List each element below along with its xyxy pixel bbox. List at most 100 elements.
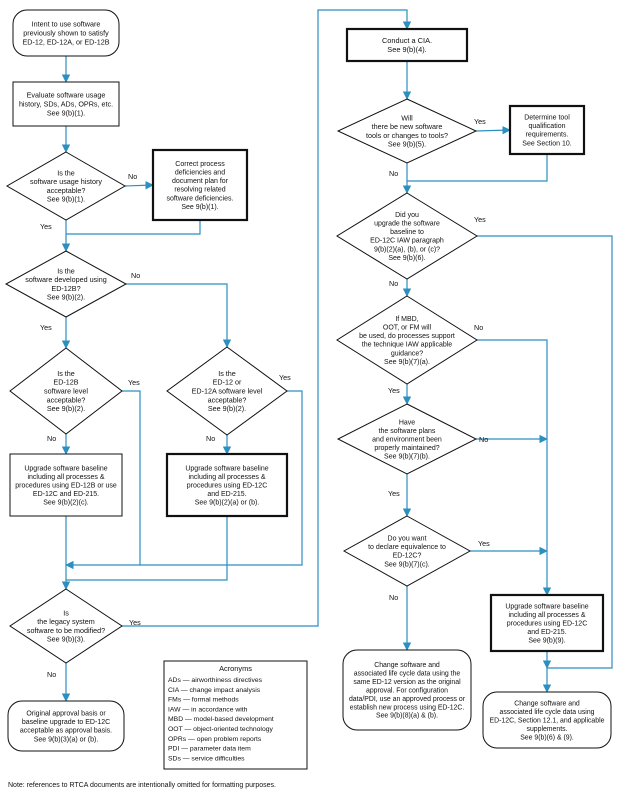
label-ed12b-yes: Yes — [40, 323, 52, 332]
upgrade_b-text-line: including all processes & — [27, 474, 104, 481]
d_equiv-shape — [342, 515, 472, 587]
acronym-item: MBD — model-based development — [168, 716, 274, 723]
label-legacy-yes: Yes — [129, 618, 141, 627]
d_level_b-text-line: software level — [44, 387, 88, 396]
acronym-item: IAW — in accordance with — [168, 706, 248, 713]
change_same-text-line: Change software and — [374, 662, 440, 669]
tool_qual-text-line: qualification — [529, 123, 566, 130]
upgrade_c-shape — [489, 593, 605, 653]
d_ed12b-text-line: See 9(b)(2). — [47, 293, 85, 302]
d_level_b-shape — [9, 347, 123, 435]
d_mbd-text-line: guidance? — [391, 350, 423, 357]
d_maintained-text-line: See 9(b)(7)(b). — [384, 454, 430, 461]
upgrade_b-text-line: procedures using ED-12B or use — [15, 482, 117, 489]
d_mbd-shape — [336, 295, 478, 385]
tool_qual-text-line: Determine tool — [524, 115, 570, 122]
edge-history-no-correct — [124, 181, 154, 190]
change_same-text-line: data/PDI, use an approved process or — [349, 696, 466, 703]
evaluate-text-line: See 9(b)(1). — [47, 108, 85, 117]
label-maintained-no: No — [479, 435, 488, 444]
edge-tools-yes-qual — [475, 126, 511, 135]
edge-labels: NoYesNoYesYesNoYesNoYesNoYesNoYesNoNoYes… — [40, 117, 490, 679]
label-history-no: No — [128, 172, 137, 181]
d_upgraded-text-line: upgrade the software — [374, 221, 440, 228]
upgrade_a-text-line: procedures using ED-12C — [187, 482, 268, 489]
acronym-item: OPRs — open problem reports — [168, 736, 262, 743]
d_legacy-text-line: software to be modified? — [27, 626, 105, 635]
change_same-text-line: approval. For configuration — [366, 687, 448, 694]
d_history-text-line: See 9(b)(1). — [47, 195, 85, 204]
change_same-text-line: See 9(b)(8)(a) & (b). — [376, 713, 438, 720]
tool_qual-shape — [508, 104, 586, 156]
d_equiv-text-line: See 9(b)(7)(c). — [384, 561, 430, 568]
original-text-line: acceptable as approval basis. — [20, 728, 112, 735]
label-equiv-no: No — [389, 593, 398, 602]
original-text-line: Original approval basis or — [26, 711, 106, 718]
upgrade_c-text-line: See 9(b)(9). — [528, 638, 565, 645]
d_history-shape — [5, 151, 127, 221]
label-tools-yes: Yes — [474, 117, 486, 126]
label-levelb-yes: Yes — [128, 378, 140, 387]
start-text-line: Intent to use software — [32, 20, 101, 29]
edge-ed12b-no-levela — [126, 283, 232, 348]
upgrade_c-text-line: procedures using ED-12C — [507, 620, 588, 627]
upgrade_c-text-line: Upgrade software baseline — [505, 603, 588, 610]
d_maintained-text-line: the software plans — [379, 428, 436, 435]
original-text-line: See 9(b)(3)(a) or (b). — [34, 736, 99, 743]
change_new-text-line: See 9(b)(6) & (9). — [520, 734, 574, 741]
edge-levelb-yes-down — [65, 390, 141, 570]
correct-text-line: See 9(b)(1). — [181, 204, 218, 211]
evaluate-text-line: Evaluate software usage — [27, 91, 106, 100]
d_upgraded-shape — [336, 192, 478, 280]
node-cia: Conduct a CIA.See 9(b)(4). — [345, 27, 469, 63]
label-upgraded-no: No — [389, 279, 398, 288]
label-legacy-no: No — [47, 670, 56, 679]
edge-upgraded-yes-changenew — [477, 235, 613, 693]
acronym-item: CIA — change impact analysis — [168, 687, 261, 694]
change_same-shape — [342, 649, 472, 731]
label-history-yes: Yes — [40, 222, 52, 231]
change_new-text-line: Change software and — [514, 701, 580, 708]
change_new-text-line: ED-12C, Section 12.1, and applicable — [490, 717, 605, 724]
d_upgraded-text-line: 9(b)(2)(a), (b), or (c)? — [374, 246, 440, 253]
evaluate-text-line: history, SDs, ADs, OPRs, etc. — [19, 100, 113, 109]
upgrade_c-text-line: including all processes & — [508, 612, 585, 619]
node-tool_qual: Determine toolqualificationrequirements.… — [508, 104, 586, 156]
upgrade_a-text-line: See 9(b)(2)(a) or (b). — [195, 500, 260, 507]
label-ed12b-no: No — [131, 271, 140, 280]
d_legacy-text-line: Is — [63, 608, 69, 617]
d_history-text-line: software usage history — [30, 177, 102, 186]
upgrade_a-text-line: and ED-215. — [207, 491, 246, 498]
change_new-text-line: supplements. — [527, 726, 568, 733]
d_legacy-text-line: the legacy system — [37, 617, 95, 626]
d_tools-text-line: there be new software — [372, 122, 443, 131]
correct-text-line: document plan for — [172, 178, 229, 185]
start-shape — [12, 9, 120, 57]
d_ed12b-text-line: ED-12B? — [51, 284, 80, 293]
footnote: Note: references to RTCA documents are i… — [8, 782, 276, 789]
d_level_a-text-line: ED-12 or — [213, 378, 242, 387]
d_equiv-text-line: Do you want — [388, 536, 427, 543]
d_maintained-text-line: properly maintained? — [374, 445, 439, 452]
label-upgraded-yes: Yes — [474, 215, 486, 224]
acronym-item: ADs — airworthiness directives — [168, 677, 263, 684]
d_level_b-text-line: Is the — [57, 369, 75, 378]
upgrade_b-text-line: ED-12C and ED-215. — [33, 491, 99, 498]
d_equiv-text-line: to declare equivalence to — [368, 544, 446, 551]
d_level_b-text-line: See 9(b)(2). — [47, 404, 85, 413]
start-text-line: previously shown to satisfy — [23, 29, 109, 38]
d_maintained-text-line: and environment been — [372, 436, 442, 443]
d_history-text-line: Is the — [57, 168, 75, 177]
